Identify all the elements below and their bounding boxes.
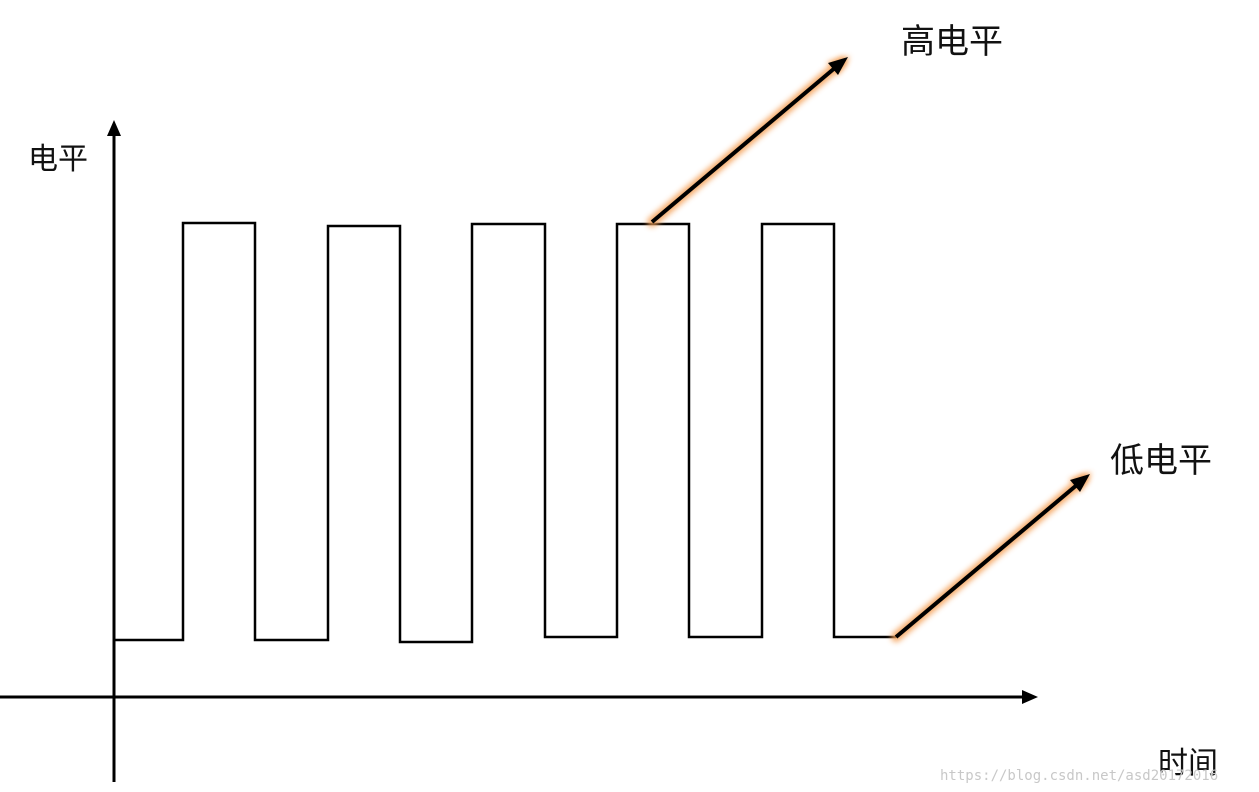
high-level-label: 高电平 [901,22,1003,62]
low-level-pointer-arrow [891,472,1092,642]
low-level-label: 低电平 [1110,441,1212,481]
high-level-pointer-arrow [647,56,850,227]
x-axis-arrowhead [1022,690,1038,704]
y-axis-arrowhead [107,120,121,136]
watermark-text: https://blog.csdn.net/asd20172016 [940,768,1219,784]
square-wave [114,221,896,644]
x-axis [0,690,1038,704]
y-axis [107,120,121,782]
x-axis-label: 时间 [1158,746,1218,781]
y-axis-label: 电平 [28,142,88,177]
